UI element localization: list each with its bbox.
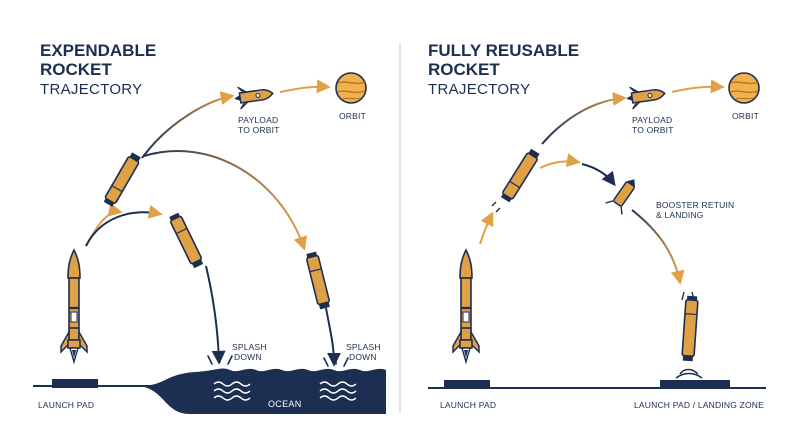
planet-icon <box>335 72 367 104</box>
arrow-icon <box>143 150 307 251</box>
arrow-icon <box>541 91 627 145</box>
booster-label-2: & LANDING <box>656 210 704 220</box>
splash-label-b-1: SPLASH <box>346 342 381 352</box>
rocket-icon <box>59 248 89 364</box>
splash-label-b-2: DOWN <box>349 352 377 362</box>
arrow-icon <box>279 79 331 94</box>
splash-label-a-1: SPLASH <box>232 342 267 352</box>
splash-icon <box>207 353 233 365</box>
booster-icon <box>167 211 205 270</box>
splash-icon <box>323 355 349 367</box>
arrow-icon <box>479 211 494 245</box>
booster-icon <box>499 147 542 204</box>
arrow-icon <box>539 153 581 169</box>
rocket-icon <box>451 248 481 364</box>
arrow-icon <box>85 202 123 247</box>
right-title-line1: FULLY REUSABLE <box>428 41 579 60</box>
exhaust-dashes <box>491 201 501 213</box>
ocean-label: OCEAN <box>268 399 302 409</box>
left-orbit-label: ORBIT <box>339 111 366 121</box>
left-subtitle: TRAJECTORY <box>40 81 142 98</box>
launch-pad <box>444 380 490 389</box>
planet-icon <box>728 72 760 104</box>
left-payload-label-2: TO ORBIT <box>238 125 280 135</box>
arrow-icon <box>141 91 235 159</box>
panel-reusable: FULLY REUSABLE ROCKET TRAJECTORY LAUNCH … <box>428 41 766 410</box>
left-payload-label-1: PAYLOAD <box>238 115 278 125</box>
right-orbit-label: ORBIT <box>732 111 759 121</box>
arrow-icon <box>325 307 341 367</box>
landing-booster-icon <box>681 295 699 362</box>
launch-pad <box>52 379 98 388</box>
right-landing-zone-label: LAUNCH PAD / LANDING ZONE <box>634 400 764 410</box>
right-subtitle: TRAJECTORY <box>428 81 530 98</box>
right-title-line2: ROCKET <box>428 60 500 79</box>
left-launch-pad-label: LAUNCH PAD <box>38 400 94 410</box>
booster-icon <box>102 151 143 209</box>
right-payload-label-2: TO ORBIT <box>632 125 674 135</box>
payload-icon <box>231 81 276 111</box>
arrow-icon <box>85 204 163 247</box>
payload-icon <box>623 81 668 111</box>
right-launch-pad-label: LAUNCH PAD <box>440 400 496 410</box>
arrow-icon <box>671 79 725 94</box>
right-payload-label-1: PAYLOAD <box>632 115 672 125</box>
arrow-icon <box>205 265 226 365</box>
arrow-icon <box>631 209 685 285</box>
panel-expendable: EXPENDABLE ROCKET TRAJECTORY OCEAN LAUNC… <box>33 41 386 414</box>
booster-icon <box>304 250 332 311</box>
left-title-line1: EXPENDABLE <box>40 41 156 60</box>
landing-flame-icon <box>675 291 703 379</box>
ocean-shape <box>140 368 386 414</box>
landing-zone <box>660 380 730 389</box>
booster-label-1: BOOSTER RETUIN <box>656 200 734 210</box>
splash-label-a-2: DOWN <box>234 352 262 362</box>
arrow-icon <box>581 163 616 187</box>
left-title-line2: ROCKET <box>40 60 112 79</box>
booster-flip-icon <box>605 179 635 215</box>
